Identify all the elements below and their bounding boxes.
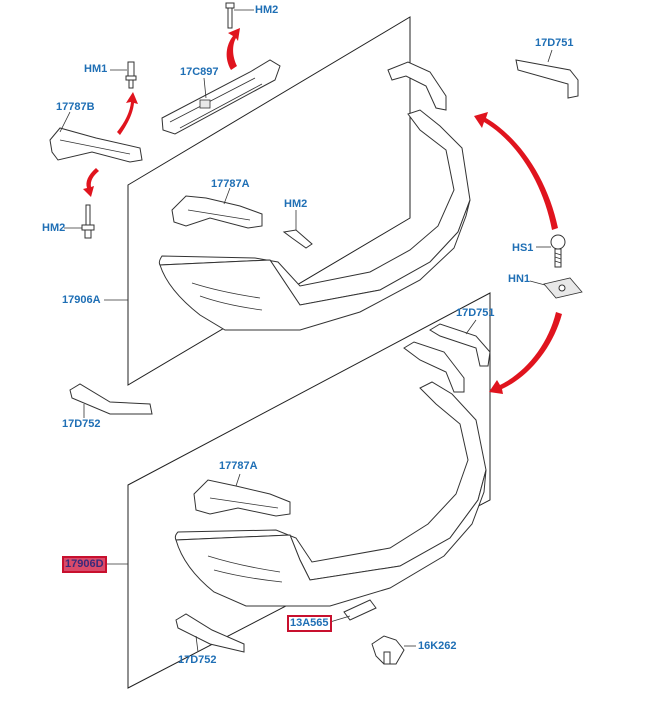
label-17d751-top: 17D751 bbox=[535, 37, 574, 49]
hm2-left-fastener bbox=[81, 204, 95, 239]
upper-assembly-frame bbox=[127, 16, 411, 386]
label-17d752-bottom: 17D752 bbox=[178, 654, 217, 666]
hm2-mid-fastener bbox=[282, 229, 313, 249]
label-17787a-bottom: 17787A bbox=[219, 460, 258, 472]
strip-17d752-top bbox=[69, 383, 153, 415]
lower-assembly-frame bbox=[127, 292, 491, 689]
hs1-screw bbox=[550, 234, 566, 268]
strip-17d751-top bbox=[515, 59, 579, 99]
hn1-clip-nut bbox=[543, 277, 583, 299]
strip-17d752-bottom bbox=[175, 613, 245, 653]
label-hm1: HM1 bbox=[84, 63, 108, 75]
bracket-17787a-top bbox=[171, 195, 263, 229]
side-bracket-upper bbox=[387, 61, 447, 111]
bumper-cover-17906a bbox=[158, 109, 471, 331]
label-17c897: 17C897 bbox=[180, 66, 219, 78]
label-17d751-mid: 17D751 bbox=[456, 307, 495, 319]
label-hm2-left: HM2 bbox=[42, 222, 66, 234]
arrow-hm1 bbox=[117, 92, 138, 135]
strip-17d751-mid bbox=[429, 323, 491, 367]
arrow-hn1-to-lower bbox=[489, 312, 562, 394]
label-17787b: 17787B bbox=[56, 101, 95, 113]
label-hm2-mid: HM2 bbox=[284, 198, 308, 210]
arrow-hm2-top bbox=[226, 28, 240, 70]
label-17d752-top: 17D752 bbox=[62, 418, 101, 430]
bracket-17787a-bottom bbox=[193, 479, 291, 517]
label-13a565: 13A565 bbox=[287, 615, 332, 632]
arrow-hm2-left bbox=[83, 168, 99, 197]
hm2-top-fastener bbox=[225, 2, 235, 29]
side-bracket-lower bbox=[403, 341, 465, 393]
label-17906a: 17906A bbox=[62, 294, 101, 306]
hm1-fastener bbox=[125, 61, 137, 89]
label-16k262: 16K262 bbox=[418, 640, 457, 652]
label-hm2-top: HM2 bbox=[255, 4, 279, 16]
label-hs1: HS1 bbox=[512, 242, 534, 254]
label-17787a-top: 17787A bbox=[211, 178, 250, 190]
bracket-17787b bbox=[49, 127, 143, 163]
clip-16k262 bbox=[371, 635, 405, 665]
arrow-upper-to-hs1 bbox=[474, 112, 558, 230]
label-17906d: 17906D bbox=[62, 556, 107, 573]
bracket-17c897 bbox=[161, 59, 281, 135]
label-hn1: HN1 bbox=[508, 273, 531, 285]
bumper-cover-17906d bbox=[174, 381, 487, 621]
